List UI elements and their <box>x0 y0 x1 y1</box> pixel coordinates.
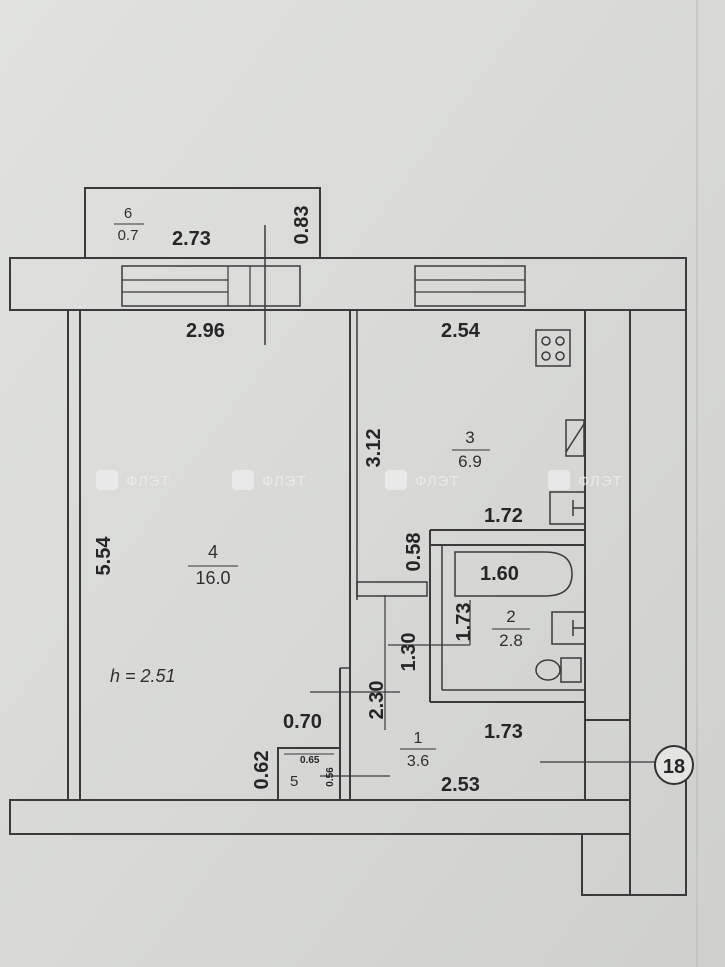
svg-text:1: 1 <box>414 730 423 747</box>
right-wall-lower <box>581 833 631 896</box>
dim-kitchen-width: 2.54 <box>441 320 481 342</box>
walls <box>9 257 687 896</box>
balcony <box>84 187 321 259</box>
window-right <box>414 265 526 307</box>
svg-text:2.8: 2.8 <box>499 631 523 650</box>
right-wall <box>629 309 687 896</box>
svg-text:3: 3 <box>465 428 474 447</box>
closet <box>277 747 341 801</box>
dim-hall-width: 1.73 <box>484 721 523 743</box>
toilet-icon <box>549 491 586 525</box>
hall-structure <box>310 595 655 801</box>
dim-corridor-short: 0.58 <box>403 533 425 572</box>
dim-bath-inner: 1.30 <box>398 633 420 672</box>
dim-balcony-length: 2.73 <box>172 228 211 250</box>
dim-hall-small: 0.70 <box>283 711 322 733</box>
bath-block <box>356 529 585 703</box>
bathtub-icon <box>454 551 573 597</box>
room-2-label: 2 2.8 <box>492 607 530 650</box>
room-1-label: 1 3.6 <box>400 730 436 770</box>
svg-text:2: 2 <box>506 607 515 626</box>
svg-text:3.6: 3.6 <box>407 753 429 770</box>
dim-closet-depth: 0.62 <box>251 751 273 790</box>
ceiling-height: h = 2.51 <box>110 666 176 686</box>
room-3-label: 3 6.9 <box>452 428 490 471</box>
dim-hall-length: 2.30 <box>366 681 388 720</box>
toilet-bowl-icon <box>535 657 582 683</box>
watermark-2: ФЛЭТ <box>262 473 307 490</box>
dim-room4-width: 2.96 <box>186 320 225 342</box>
dim-kitchen-length: 3.12 <box>363 429 385 468</box>
dim-wc-width: 1.72 <box>484 505 523 527</box>
dim-room4-length: 5.54 <box>93 536 115 576</box>
dim-bath-width: 1.60 <box>480 563 519 585</box>
stove-icon <box>535 329 571 367</box>
watermark-group: ФЛЭТ ФЛЭТ ФЛЭТ ФЛЭТ <box>96 470 623 490</box>
svg-text:6.9: 6.9 <box>458 452 482 471</box>
top-wall <box>9 257 687 311</box>
watermark-3: ФЛЭТ <box>415 473 460 490</box>
dim-closet-d: 0.56 <box>325 767 336 787</box>
watermark-1: ФЛЭТ <box>126 473 171 490</box>
dim-closet-w: 0.65 <box>300 755 320 766</box>
unit-marker: 18 <box>654 745 694 785</box>
svg-text:18: 18 <box>663 756 685 778</box>
kitchen-sink-icon <box>565 419 585 457</box>
room-5-number: 5 <box>290 773 298 790</box>
svg-text:0.7: 0.7 <box>118 227 139 244</box>
dim-hall-total: 2.53 <box>441 774 480 796</box>
room-4-label: 4 16.0 <box>188 542 238 588</box>
watermark-4: ФЛЭТ <box>578 473 623 490</box>
dim-balcony-depth: 0.83 <box>291 206 313 245</box>
dim-bath-length: 1.73 <box>453 603 475 642</box>
bath-sink-icon <box>551 611 586 645</box>
room-6-label: 6 0.7 <box>114 205 144 244</box>
door-gap-left <box>356 581 428 597</box>
svg-text:6: 6 <box>124 205 132 222</box>
svg-text:4: 4 <box>208 542 218 562</box>
svg-text:16.0: 16.0 <box>195 568 230 588</box>
window-left <box>121 265 301 307</box>
